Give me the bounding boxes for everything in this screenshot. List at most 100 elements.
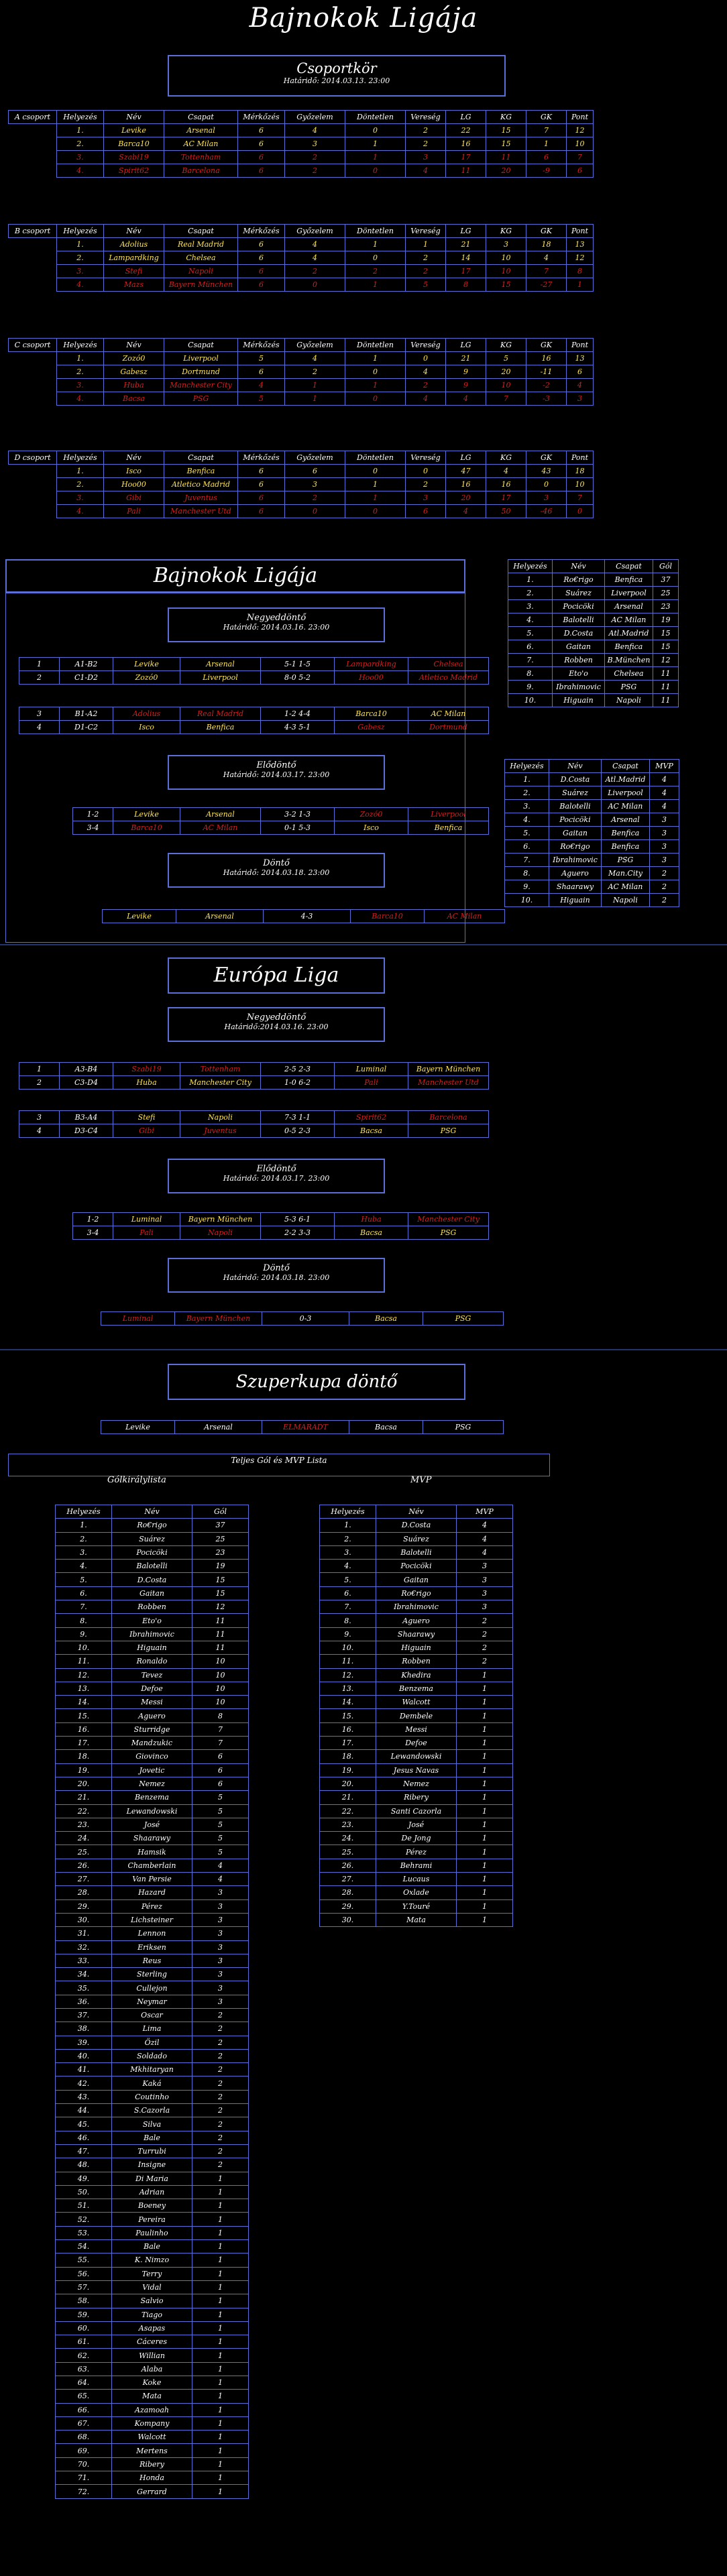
stat-cell: 1 xyxy=(456,1790,513,1805)
el-sf-title: Elődöntő xyxy=(256,1164,296,1174)
stat-cell: 10. xyxy=(55,1640,112,1655)
group-cell: 3 xyxy=(284,137,345,151)
stat-cell: 52. xyxy=(55,2212,112,2227)
match-cell: Gibi xyxy=(113,1124,180,1138)
stat-cell: 72. xyxy=(55,2484,112,2499)
group-column-header: Helyezés xyxy=(56,451,104,465)
group-cell: 43 xyxy=(526,464,567,478)
group-cell: 4 xyxy=(237,378,285,392)
stat-cell: 15 xyxy=(192,1572,249,1587)
group-cell: 10 xyxy=(486,264,526,278)
stat-cell: Hazard xyxy=(111,1885,192,1900)
final-cell: Luminal xyxy=(101,1311,175,1326)
stat-cell: 6. xyxy=(508,640,553,654)
stat-cell: 4 xyxy=(649,786,679,800)
stat-cell: 6. xyxy=(55,1586,112,1601)
stat-cell: 8. xyxy=(319,1613,376,1628)
group-column-header: GK xyxy=(526,224,567,238)
group-cell: 1. xyxy=(56,464,104,478)
group-cell: 2. xyxy=(56,365,104,379)
stat-cell: Defoe xyxy=(111,1681,192,1696)
stat-cell: 1 xyxy=(456,1912,513,1928)
group-column-header: Vereség xyxy=(405,110,446,124)
group-cell: 47 xyxy=(445,464,486,478)
stat-column-header: Helyezés xyxy=(319,1504,376,1519)
group-cell: Bayern München xyxy=(164,278,238,292)
stat-cell: 1 xyxy=(192,2280,249,2295)
stat-cell: 12 xyxy=(653,653,679,667)
stat-cell: Azamoah xyxy=(111,2402,192,2417)
stat-cell: Cáceres xyxy=(111,2335,192,2349)
stat-cell: 13. xyxy=(319,1681,376,1696)
group-cell: Adolius xyxy=(103,237,164,251)
match-cell: Chelsea xyxy=(408,657,489,671)
match-cell: 0-5 2-3 xyxy=(260,1124,335,1138)
group-column-header: Pont xyxy=(566,451,594,465)
match-cell: Levike xyxy=(113,807,180,821)
stat-cell: 23. xyxy=(319,1817,376,1832)
group-cell: 4 xyxy=(445,392,486,406)
match-cell: 1-0 6-2 xyxy=(260,1075,335,1090)
stat-cell: Mertens xyxy=(111,2443,192,2458)
stat-cell: 4. xyxy=(504,813,549,827)
stat-cell: 12. xyxy=(319,1667,376,1682)
stat-cell: 4 xyxy=(456,1545,513,1560)
match-cell: C1-D2 xyxy=(59,670,113,685)
group-cell: 2 xyxy=(284,164,345,178)
stat-cell: 14. xyxy=(319,1695,376,1710)
stat-cell: Benzema xyxy=(376,1681,457,1696)
group-cell: 2 xyxy=(284,491,345,505)
stat-cell: 1 xyxy=(456,1695,513,1710)
stat-cell: 36. xyxy=(55,1994,112,2009)
super-cup-title: Szuperkupa döntő xyxy=(168,1364,465,1400)
group-cell: 5 xyxy=(405,278,446,292)
stat-column-header: Helyezés xyxy=(508,559,553,573)
group-cell: 2 xyxy=(284,150,345,164)
stat-cell: Shaarawy xyxy=(549,880,602,894)
group-cell: -2 xyxy=(526,378,567,392)
group-column-header: Döntetlen xyxy=(345,110,406,124)
stat-cell: 2 xyxy=(192,2117,249,2131)
stat-cell: Napoli xyxy=(604,693,653,707)
stat-cell: 24. xyxy=(55,1831,112,1846)
group-cell: 14 xyxy=(445,251,486,265)
group-cell: 7 xyxy=(526,123,567,137)
stat-cell: 37. xyxy=(55,2007,112,2023)
match-cell: B1-A2 xyxy=(59,707,113,721)
stat-cell: 15. xyxy=(319,1708,376,1723)
group-cell: 0 xyxy=(345,123,406,137)
group-cell: 12 xyxy=(566,251,594,265)
stat-cell: Balotelli xyxy=(376,1545,457,1560)
group-cell: 18 xyxy=(566,464,594,478)
stat-cell: PSG xyxy=(601,853,650,867)
stat-cell: 48. xyxy=(55,2158,112,2172)
stat-cell: 1 xyxy=(192,2375,249,2390)
group-cell: 3. xyxy=(56,264,104,278)
group-column-header: LG xyxy=(445,451,486,465)
stat-cell: 3 xyxy=(456,1600,513,1615)
stat-cell: 3 xyxy=(192,1940,249,1954)
stat-cell: Shaarawy xyxy=(111,1831,192,1846)
match-cell: Lampardking xyxy=(334,657,408,671)
